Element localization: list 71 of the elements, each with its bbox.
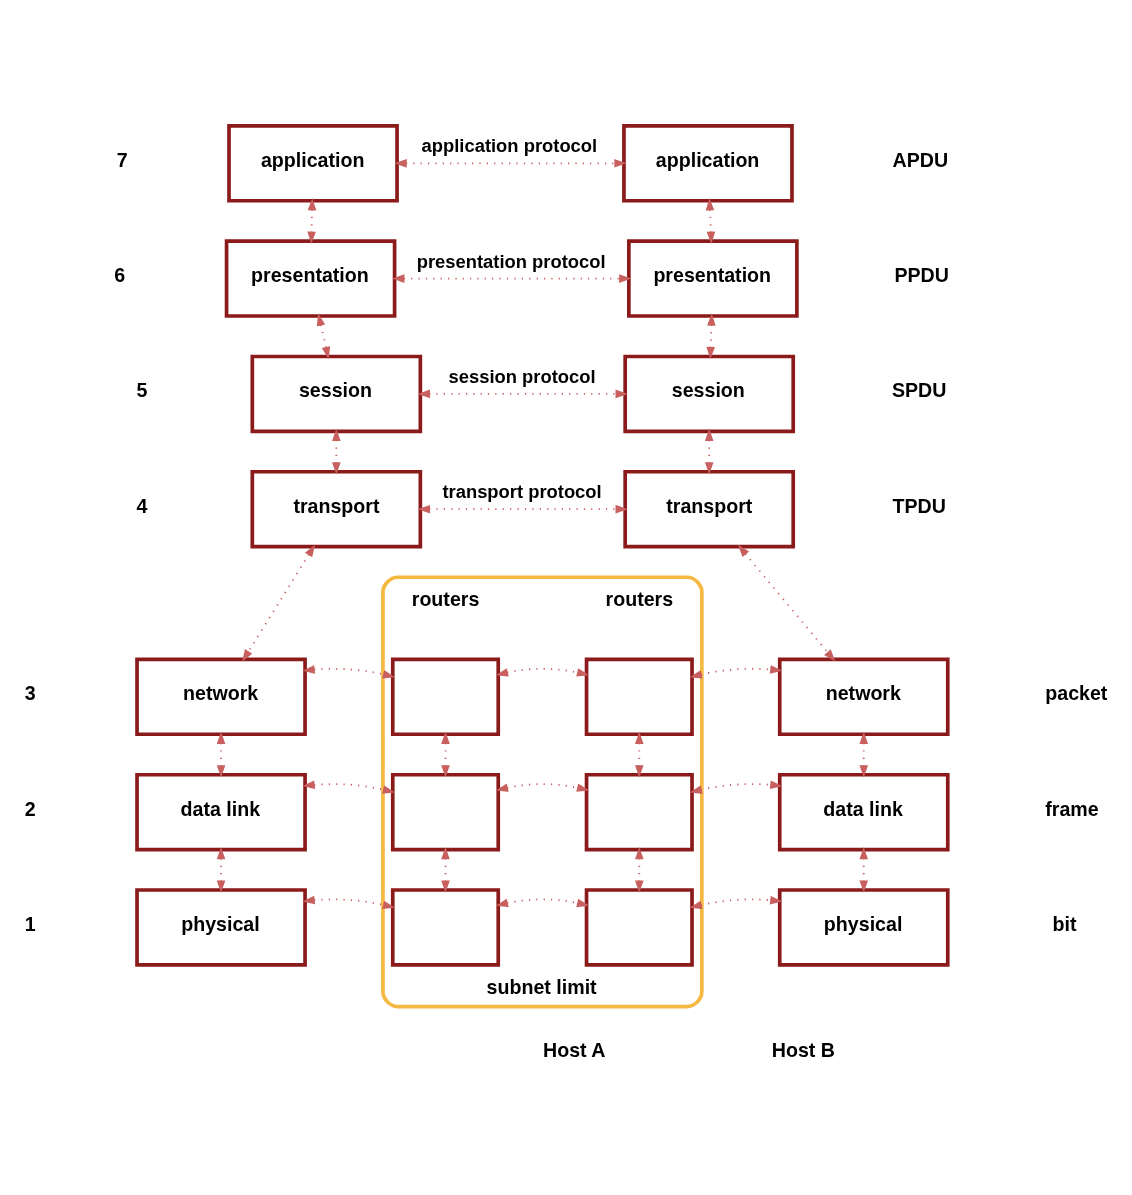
- node-box: physical: [135, 888, 307, 967]
- label: 1: [24, 912, 36, 935]
- arrow: [302, 895, 396, 910]
- node-box: application: [227, 124, 399, 203]
- arrow: [635, 846, 644, 893]
- arrow: [705, 198, 716, 244]
- node-box: physical: [777, 888, 950, 967]
- node-box: [390, 657, 501, 737]
- label: 4: [136, 494, 148, 517]
- arrow: [417, 504, 628, 514]
- node-box: network: [135, 657, 307, 737]
- arrow: [704, 428, 714, 475]
- edge-label: application protocol: [421, 135, 598, 157]
- node-box: [390, 772, 501, 852]
- node-box: [390, 888, 501, 967]
- arrow: [242, 544, 316, 662]
- arrow: [417, 389, 628, 399]
- arrow: [859, 846, 869, 893]
- node-box: network: [777, 657, 950, 737]
- node-box: [584, 888, 694, 967]
- node-box: session: [623, 354, 796, 434]
- label: 5: [136, 379, 148, 402]
- arrow: [859, 731, 869, 778]
- node-box: transport: [250, 469, 423, 549]
- label: 3: [24, 682, 36, 705]
- arrow: [441, 846, 450, 893]
- arrow: [689, 780, 783, 794]
- label: 7: [116, 148, 128, 171]
- arrow: [495, 783, 590, 792]
- label: 2: [24, 797, 36, 820]
- node-box: presentation: [224, 239, 397, 318]
- arrow: [302, 665, 396, 679]
- label: Host B: [771, 1038, 835, 1061]
- label: routers: [411, 588, 480, 611]
- arrow: [216, 846, 226, 893]
- arrow: [706, 313, 716, 360]
- node-box: presentation: [627, 239, 799, 318]
- edge-label: transport protocol: [442, 481, 602, 503]
- label: bit: [1052, 912, 1077, 935]
- label: routers: [605, 588, 674, 611]
- arrow: [689, 665, 783, 679]
- label: APDU: [892, 148, 949, 171]
- node-box: application: [622, 124, 794, 203]
- label: packet: [1045, 682, 1108, 705]
- label: SPDU: [891, 379, 947, 402]
- label: TPDU: [892, 494, 946, 517]
- arrow: [394, 159, 627, 168]
- arrow: [495, 667, 590, 677]
- node-box: [584, 657, 694, 737]
- arrow: [302, 780, 396, 794]
- node-box: transport: [623, 469, 796, 549]
- node-box: session: [250, 354, 423, 434]
- arrow: [441, 731, 450, 778]
- arrow: [316, 313, 331, 360]
- arrow: [689, 895, 783, 910]
- arrow: [216, 731, 226, 778]
- arrow: [635, 731, 644, 778]
- node-box: data link: [777, 772, 950, 852]
- edge-label: presentation protocol: [416, 250, 606, 272]
- label: Host A: [543, 1038, 606, 1061]
- node-box: [584, 772, 694, 852]
- arrow: [307, 198, 317, 244]
- label: PPDU: [894, 264, 949, 287]
- label: frame: [1045, 797, 1099, 820]
- node-box: data link: [135, 772, 307, 852]
- arrow: [737, 544, 836, 662]
- arrow: [392, 274, 632, 283]
- label: 6: [114, 264, 126, 287]
- arrow: [332, 428, 341, 475]
- arrow: [495, 898, 590, 908]
- edge-label: session protocol: [448, 365, 596, 387]
